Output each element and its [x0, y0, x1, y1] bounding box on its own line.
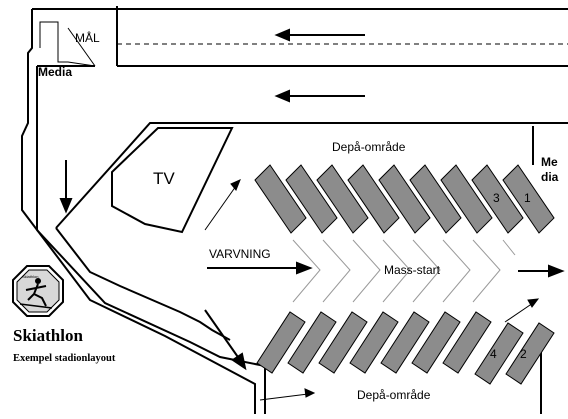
chevron [322, 239, 351, 303]
skiathlon-logo: Skiathlon [12, 265, 64, 317]
mass-start-chevrons [292, 239, 516, 303]
logo-octagon-inner [16, 269, 60, 313]
depot-stall [380, 311, 430, 374]
finish-label: MÅL [75, 30, 100, 45]
island-top-line [55, 122, 568, 229]
upper-diagonal-arrowhead [230, 179, 241, 191]
direction-arrows [59, 28, 565, 371]
logo-ski [19, 303, 53, 309]
depot-stalls-top [254, 164, 555, 234]
thin-arrows [204, 179, 540, 401]
warmup-label: VARVNING [209, 247, 271, 261]
depot-stall [474, 322, 524, 385]
depot-stall [256, 311, 306, 374]
chevron [472, 239, 501, 303]
bottom-exit-arrowhead [304, 388, 316, 398]
lower-right-arrowhead [527, 298, 540, 308]
logo-badge-text: Skiathlon [22, 274, 38, 279]
mass-start-exit-arrowhead [548, 264, 565, 278]
depot-stall [411, 311, 461, 374]
depot-stall [287, 311, 337, 374]
logo-skier-head [35, 278, 41, 284]
logo-skier-figure [25, 283, 47, 307]
media-left-label: Media [38, 65, 72, 79]
stall-number-3: 3 [493, 191, 500, 205]
tv-label: TV [153, 169, 175, 188]
depot-stall [285, 164, 338, 234]
chevron [382, 239, 411, 303]
return-lane-arrowhead [274, 89, 290, 103]
outer-boundary-line [21, 9, 256, 414]
logo-title: Skiathlon [13, 326, 83, 345]
depot-stall [471, 164, 524, 234]
depot-stall [316, 164, 369, 234]
depot-stall [409, 164, 462, 234]
depot-stall [505, 322, 555, 385]
depot-stall [318, 311, 368, 374]
media-right-label-line1: Me [541, 155, 558, 169]
mass-start-label: Mass-start [384, 263, 441, 277]
depot-stall [378, 164, 431, 234]
chevron [292, 239, 321, 303]
finish-lane-arrowhead [274, 28, 290, 42]
track-outlines [21, 6, 568, 414]
media-right-label-line2: dia [541, 170, 559, 184]
island-bottom-line [55, 227, 231, 341]
finish-area-outline [39, 21, 96, 67]
depot-stall [440, 164, 493, 234]
chevron [442, 239, 471, 303]
depot-stall [442, 311, 492, 374]
stall-number-1: 1 [524, 191, 531, 205]
warmup-arrowhead [296, 261, 313, 275]
chevron [502, 239, 516, 256]
depot-stall [254, 164, 307, 234]
depot-stalls-bottom [256, 311, 555, 385]
bottom-exit-arrow [259, 393, 309, 401]
depot-stall [502, 164, 555, 234]
chevron [412, 239, 441, 303]
upper-diagonal-arrow [204, 185, 237, 231]
finish-area-diagonal [67, 27, 96, 67]
chevron [352, 239, 381, 303]
stall-number-4: 4 [490, 347, 497, 361]
depot-bottom-label: Depå-område [357, 388, 431, 402]
depot-stall [347, 164, 400, 234]
stall-number-2: 2 [520, 347, 527, 361]
depot-stall [349, 311, 399, 374]
lower-diagonal-arrowhead [231, 352, 247, 371]
logo-subtitle: Exempel stadionlayout [13, 353, 116, 364]
depot-top-label: Depå-område [332, 140, 406, 154]
downward-arrowhead [59, 198, 73, 214]
lower-right-arrow [504, 302, 534, 323]
lower-diagonal-arrow [204, 309, 241, 361]
tv-booth [111, 127, 234, 234]
